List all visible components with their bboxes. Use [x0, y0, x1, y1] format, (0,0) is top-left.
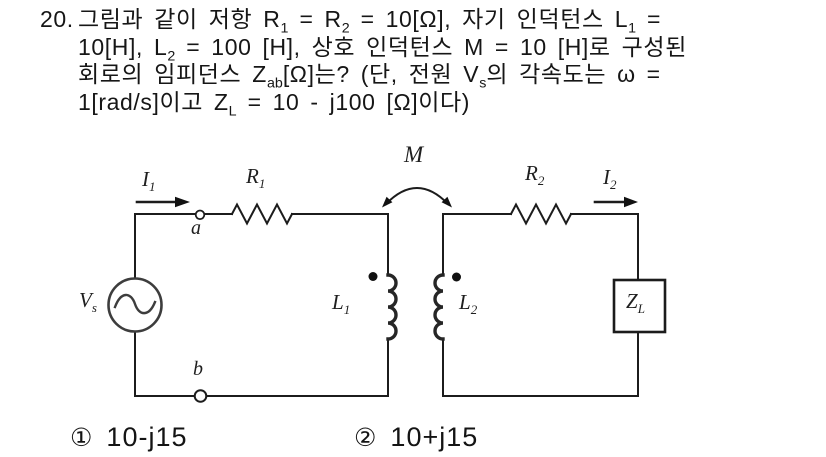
choice-2-marker: ②	[354, 423, 378, 452]
question-number: 20.	[40, 6, 74, 32]
label-l2: L2	[459, 290, 478, 318]
question-text: 20.그림과 같이 저항 R1 = R2 = 10[Ω], 자기 인덕턴스 L1…	[40, 6, 812, 120]
question-line: 회로의 임피던스 Zab[Ω]는? (단, 전원 Vs의 각속도는 ω =	[78, 61, 661, 92]
terminal-a	[194, 209, 206, 221]
load-box	[612, 278, 667, 334]
circuit-wires-right	[442, 213, 639, 397]
resistor-r1	[230, 202, 294, 226]
label-i2: I2	[603, 165, 617, 193]
question-line: 20.그림과 같이 저항 R1 = R2 = 10[Ω], 자기 인덕턴스 L1…	[40, 6, 812, 37]
terminal-b	[193, 389, 208, 403]
label-terminal-a: a	[191, 217, 201, 239]
circuit-wires-left	[134, 213, 389, 397]
question-line: 1[rad/s]이고 ZL = 10 - j100 [Ω]이다)	[78, 88, 471, 120]
current-arrow-i2	[593, 196, 638, 208]
answer-choice-2: ② 10+j15	[354, 422, 478, 453]
label-m: M	[404, 142, 424, 167]
choice-1-marker: ①	[70, 423, 94, 452]
label-r1: R1	[246, 164, 266, 192]
inductor-l1	[386, 273, 398, 341]
question-line-text: 그림과 같이 저항 R1 = R2 = 10[Ω], 자기 인덕턴스 L1 =	[78, 6, 662, 37]
label-terminal-b: b	[193, 358, 203, 380]
label-vs: Vs	[79, 288, 97, 316]
question-line: 10[H], L2 = 100 [H], 상호 인덕턴스 M = 10 [H]로…	[78, 33, 687, 65]
polarity-dot-l1	[368, 272, 378, 281]
choice-1-value: 10-j15	[106, 422, 188, 452]
answer-choice-1: ① 10-j15	[70, 422, 187, 453]
inductor-l2	[433, 273, 445, 341]
sine-wave-icon	[113, 293, 157, 315]
voltage-source	[107, 277, 163, 333]
mutual-coupling-arrow	[382, 187, 452, 208]
label-i1: I1	[142, 167, 156, 195]
polarity-dot-l2	[452, 272, 461, 282]
label-zl: ZL	[626, 289, 645, 317]
resistor-r2	[509, 202, 573, 226]
label-l1: L1	[332, 290, 351, 318]
choice-2-value: 10+j15	[390, 422, 479, 452]
current-arrow-i1	[135, 196, 190, 208]
label-r2: R2	[525, 161, 545, 189]
